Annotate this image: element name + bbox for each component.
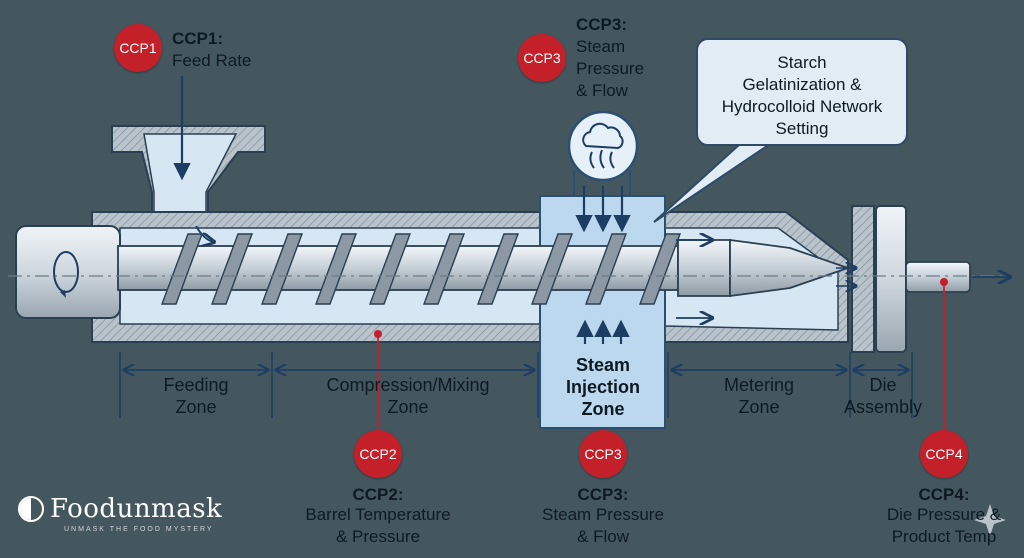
screw-flight <box>584 233 628 305</box>
zone-label-steam: Steam Injection Zone <box>546 354 660 420</box>
flow-arrows <box>195 225 712 318</box>
ccp2-point <box>374 330 382 338</box>
callout-line2: Gelatinization & <box>742 75 862 94</box>
steam-arrows-bottom <box>576 319 630 344</box>
ccp1-title: CCP1: <box>172 29 224 48</box>
zone-label-metering: Metering Zone <box>672 374 846 418</box>
zone-compression-line2: Zone <box>387 397 429 417</box>
zone-feeding-line1: Feeding <box>163 375 229 395</box>
screw-flight <box>260 233 304 305</box>
zone-label-die: Die Assembly <box>834 374 932 418</box>
screw-flight <box>638 233 682 305</box>
callout-pointer <box>653 143 774 223</box>
ccp4-point <box>940 278 948 286</box>
ccp4-line1: Die Pressure & <box>886 505 1002 524</box>
zone-die-line1: Die <box>869 375 897 395</box>
ccp-leaders <box>377 282 945 430</box>
zone-metering-line1: Metering <box>723 375 795 395</box>
steam-injection-housing <box>539 170 666 429</box>
screw-shaft <box>117 233 851 305</box>
zone-label-compression: Compression/Mixing Zone <box>280 374 536 418</box>
ccp1-desc: Feed Rate <box>172 51 252 70</box>
zone-compression-line1: Compression/Mixing <box>326 375 490 395</box>
zone-die-line2: Assembly <box>843 397 923 417</box>
zone-dimension-lines <box>119 352 913 418</box>
gelatinization-callout: Starch Gelatinization & Hydrocolloid Net… <box>696 38 908 146</box>
ccp2-badge: CCP2 <box>354 430 402 478</box>
screw-flight <box>422 233 466 305</box>
zone-steam-line2: Injection <box>565 377 640 397</box>
ccp3-top-line1: Steam <box>576 37 626 56</box>
sparkle-icon <box>974 504 1006 536</box>
screw-flight <box>530 233 574 305</box>
ccp2-line2: & Pressure <box>335 527 421 546</box>
ccp3-bottom-line2: & Flow <box>577 527 629 546</box>
screw-flight <box>368 233 412 305</box>
zone-steam-line3: Zone <box>581 399 625 419</box>
screw-flight <box>314 233 358 305</box>
drive-hub <box>15 225 121 319</box>
ccp2-title: CCP2: <box>352 485 404 504</box>
ccp3-bottom-line1: Steam Pressure <box>542 505 664 524</box>
screw-flight <box>476 233 520 305</box>
logo-mark-icon <box>18 496 44 522</box>
ccp3-bottom-title: CCP3: <box>577 485 629 504</box>
ccp2-line1: Barrel Temperature <box>305 505 451 524</box>
zone-feeding-line2: Zone <box>175 397 217 417</box>
steam-cloud-icon <box>567 110 639 182</box>
zone-steam-line1: Steam <box>575 355 631 375</box>
rotation-arrow-icon <box>53 251 79 298</box>
hopper <box>111 125 266 215</box>
ccp4-line2: Product Temp <box>891 527 997 546</box>
zone-label-feeding: Feeding Zone <box>124 374 268 418</box>
zone-metering-line2: Zone <box>738 397 780 417</box>
screw-flight <box>210 233 254 305</box>
foodunmask-logo: Foodunmask UNMASK THE FOOD MYSTERY <box>18 494 223 533</box>
logo-name: Foodunmask <box>50 494 223 524</box>
ccp4-badge: CCP4 <box>920 430 968 478</box>
ccp4-title: CCP4: <box>918 485 970 504</box>
ccp1-badge: CCP1 <box>114 24 162 72</box>
ccp3-top-badge: CCP3 <box>518 34 566 82</box>
ccp3-top-line3: & Flow <box>576 81 628 100</box>
ccp3-bottom-badge: CCP3 <box>579 430 627 478</box>
die-assembly <box>836 205 971 353</box>
ccp3-top-line2: Pressure <box>576 59 645 78</box>
callout-line4: Setting <box>775 119 829 138</box>
steam-arrows-top <box>575 186 631 233</box>
ccp3-top-title: CCP3: <box>576 15 628 34</box>
callout-line3: Hydrocolloid Network <box>721 97 883 116</box>
logo-tagline: UNMASK THE FOOD MYSTERY <box>64 526 214 533</box>
callout-line1: Starch <box>777 53 827 72</box>
